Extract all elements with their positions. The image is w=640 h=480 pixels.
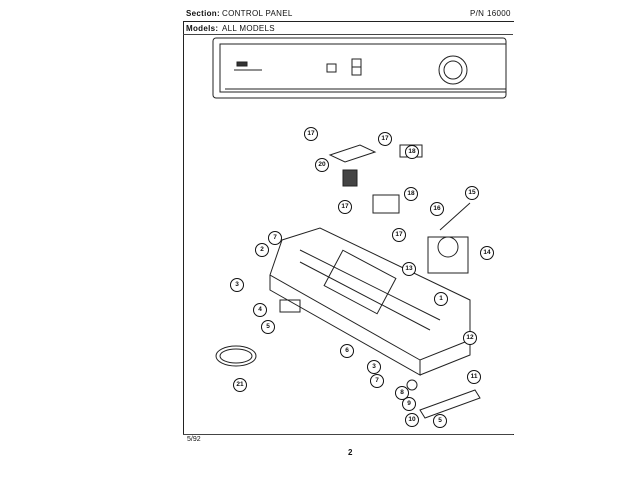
part-callout: 2 (255, 243, 269, 257)
models-divider (183, 34, 513, 35)
part-callout: 18 (405, 145, 419, 159)
part-callout: 21 (233, 378, 247, 392)
part-callout: 5 (433, 414, 447, 428)
models-value: ALL MODELS (222, 24, 275, 33)
part-callout: 20 (315, 158, 329, 172)
part-callout: 14 (480, 246, 494, 260)
pn-label: P/N (470, 9, 485, 18)
part-callout: 5 (261, 320, 275, 334)
part-callout: 17 (378, 132, 392, 146)
part-callout: 10 (405, 413, 419, 427)
parts (215, 144, 481, 419)
part-callout: 7 (268, 231, 282, 245)
part-callout: 6 (340, 344, 354, 358)
footer-divider (183, 434, 513, 435)
part-callout: 11 (467, 370, 481, 384)
part-callout: 18 (404, 187, 418, 201)
section-value: CONTROL PANEL (222, 9, 293, 18)
part-callout: 17 (304, 127, 318, 141)
page-number: 2 (348, 448, 353, 457)
models-label: Models: (186, 24, 219, 33)
part-callout: 7 (370, 374, 384, 388)
part-callout: 12 (463, 331, 477, 345)
part-callout: 4 (253, 303, 267, 317)
part-callout: 3 (367, 360, 381, 374)
part-callout: 9 (402, 397, 416, 411)
base-panel (269, 227, 471, 376)
part-callout: 3 (230, 278, 244, 292)
revision-date: 5/92 (187, 436, 201, 443)
part-callout: 13 (402, 262, 416, 276)
part-callout: 17 (338, 200, 352, 214)
part-callout: 16 (430, 202, 444, 216)
pn-value: 16000 (487, 9, 511, 18)
section-label: Section: (186, 9, 220, 18)
part-callout: 17 (392, 228, 406, 242)
part-callout: 15 (465, 186, 479, 200)
control-panel-front (212, 37, 507, 99)
part-callout: 1 (434, 292, 448, 306)
